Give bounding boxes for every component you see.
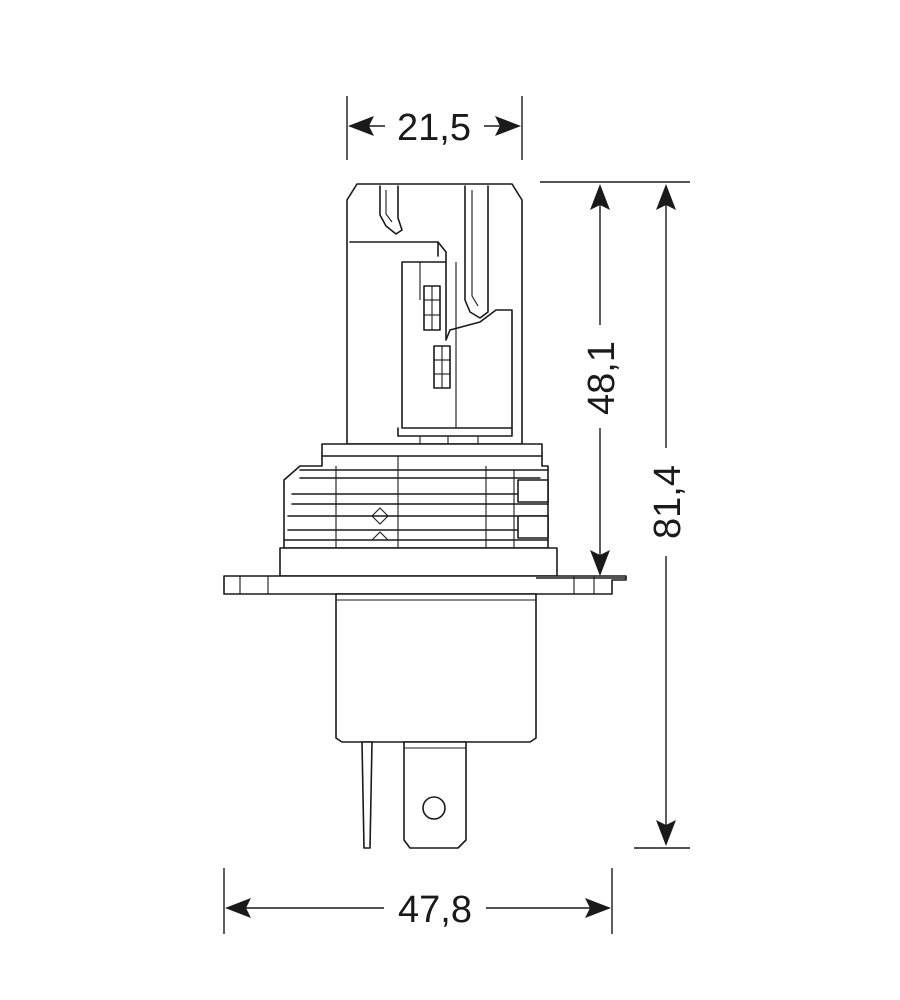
led-bulb (223, 183, 627, 849)
dimension-total-height: 81,4 (634, 184, 690, 849)
led-housing (346, 183, 523, 445)
top-width-label: 21,5 (397, 107, 471, 149)
bottom-width-label: 47,8 (398, 889, 472, 931)
mounting-flange (223, 575, 627, 595)
upper-height-label: 48,1 (581, 341, 623, 415)
heatsink-fins (283, 443, 549, 549)
collar (279, 547, 558, 577)
socket-body (335, 593, 537, 743)
dimension-upper-height: 48,1 (536, 181, 690, 579)
dimension-bottom-width: 47,8 (223, 868, 613, 934)
dimension-top-width: 21,5 (346, 96, 523, 160)
pin-hole (422, 796, 446, 820)
connector-pins (361, 741, 467, 849)
total-height-label: 81,4 (647, 465, 689, 539)
